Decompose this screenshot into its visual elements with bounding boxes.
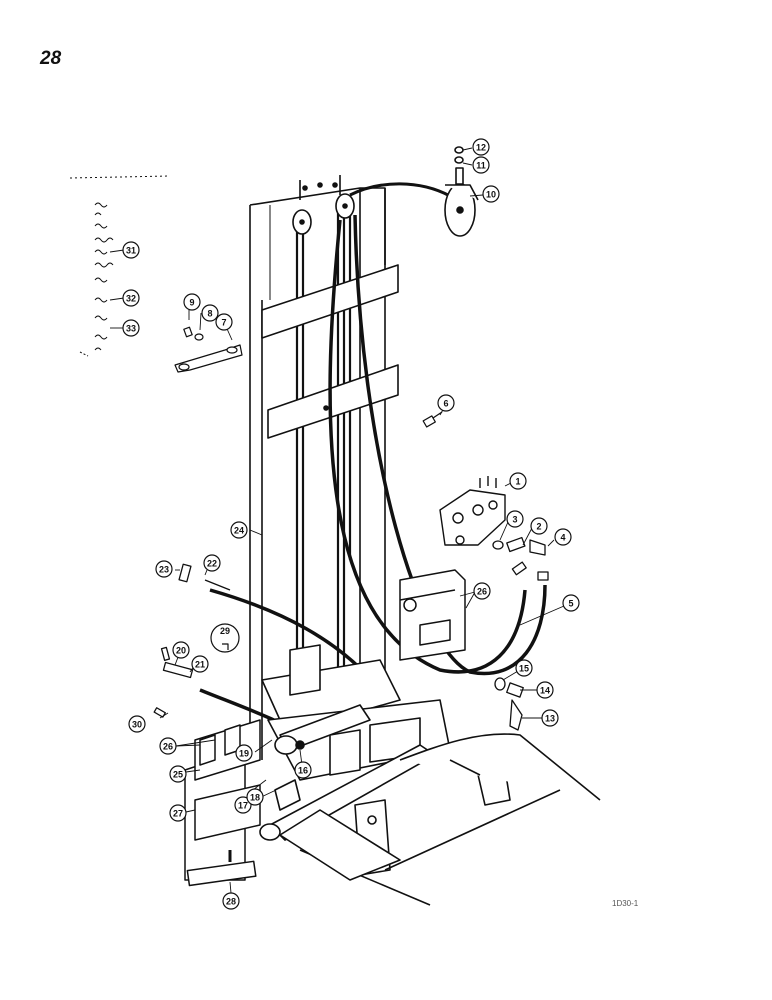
lift-chain bbox=[349, 182, 451, 198]
callout-label: 25 bbox=[173, 770, 183, 780]
callout-30: 30 bbox=[128, 715, 146, 733]
callout-label: 27 bbox=[173, 809, 183, 819]
callout-label: 30 bbox=[132, 720, 142, 730]
callout-16: 16 bbox=[294, 761, 312, 779]
leader-lines bbox=[109, 147, 565, 894]
bolt-6 bbox=[422, 411, 443, 428]
callout-20: 20 bbox=[172, 641, 190, 659]
pin-29 bbox=[210, 623, 240, 653]
callout-label: 4 bbox=[560, 533, 565, 543]
callout-label: 32 bbox=[126, 294, 136, 304]
drawing-code: 1D30-1 bbox=[612, 899, 639, 908]
callout-label: 5 bbox=[568, 599, 573, 609]
callout-label: 31 bbox=[126, 246, 136, 256]
callout-5: 5 bbox=[562, 594, 580, 612]
callout-label: 7 bbox=[221, 318, 226, 328]
callout-31: 31 bbox=[122, 241, 140, 259]
callout-label: 3 bbox=[512, 515, 517, 525]
callout-1: 1 bbox=[509, 472, 527, 490]
callout-3: 3 bbox=[506, 510, 524, 528]
lift-bracket-right bbox=[399, 569, 466, 661]
fittings-13-14-15 bbox=[494, 677, 524, 731]
callout-label: 1 bbox=[515, 477, 520, 487]
callout-label: 33 bbox=[126, 324, 136, 334]
callout-6: 6 bbox=[437, 394, 455, 412]
callout-label: 2 bbox=[536, 522, 541, 532]
callout-label: 22 bbox=[207, 559, 217, 569]
callout-2: 2 bbox=[530, 517, 548, 535]
callout-23: 23 bbox=[155, 560, 173, 578]
callout-26: 26 bbox=[159, 737, 177, 755]
callout-26b: 26 bbox=[473, 582, 491, 600]
callout-label: 6 bbox=[443, 399, 448, 409]
mast-cross-straps bbox=[261, 264, 399, 439]
callout-label: 17 bbox=[238, 801, 248, 811]
bracket-7 bbox=[174, 326, 243, 373]
callout-22: 22 bbox=[203, 554, 221, 572]
lower-carriage bbox=[261, 644, 451, 781]
callout-25: 25 bbox=[169, 765, 187, 783]
callout-label: 14 bbox=[540, 686, 550, 696]
callout-10: 10 bbox=[482, 185, 500, 203]
callout-13: 13 bbox=[541, 709, 559, 727]
bar-28 bbox=[186, 860, 257, 887]
callout-label: 28 bbox=[226, 897, 236, 907]
mast-top-sheaves bbox=[292, 193, 355, 235]
small-parts-list bbox=[69, 175, 171, 357]
callout-label: 13 bbox=[545, 714, 555, 724]
page-number: 28 bbox=[40, 48, 62, 69]
callout-4: 4 bbox=[554, 528, 572, 546]
callout-label: 23 bbox=[159, 565, 169, 575]
callout-label: 12 bbox=[476, 143, 486, 153]
callout-label: 18 bbox=[250, 793, 260, 803]
callout-7: 7 bbox=[215, 313, 233, 331]
callout-15: 15 bbox=[515, 659, 533, 677]
callout-12: 12 bbox=[472, 138, 490, 156]
valve-fittings bbox=[492, 536, 549, 581]
left-small-parts bbox=[153, 563, 231, 718]
callout-label: 15 bbox=[519, 664, 529, 674]
callouts: 1 2 3 4 5 6 7 8 9 10 11 12 13 14 15 16 1… bbox=[122, 138, 580, 910]
callout-label: 11 bbox=[476, 161, 486, 171]
control-valve bbox=[439, 476, 506, 546]
callout-label: 16 bbox=[298, 766, 308, 776]
callout-8: 8 bbox=[201, 304, 219, 322]
callout-label: 9 bbox=[189, 298, 194, 308]
callout-18: 18 bbox=[246, 788, 264, 806]
callout-label: 26 bbox=[163, 742, 173, 752]
callout-27: 27 bbox=[169, 804, 187, 822]
callout-21: 21 bbox=[191, 655, 209, 673]
sheave-wheel bbox=[444, 146, 479, 237]
base-frame bbox=[279, 733, 601, 906]
callout-label: 10 bbox=[486, 190, 496, 200]
callout-17: 17 bbox=[234, 796, 252, 814]
carriage-plates bbox=[184, 719, 261, 881]
callout-label: 8 bbox=[207, 309, 212, 319]
callout-19: 19 bbox=[235, 744, 253, 762]
callout-29: 29 bbox=[220, 626, 230, 636]
callout-label: 26 bbox=[477, 587, 487, 597]
callout-33: 33 bbox=[122, 319, 140, 337]
callout-28: 28 bbox=[222, 892, 240, 910]
callout-14: 14 bbox=[536, 681, 554, 699]
callout-9: 9 bbox=[183, 293, 201, 311]
callout-label: 19 bbox=[239, 749, 249, 759]
callout-label: 20 bbox=[176, 646, 186, 656]
callout-32: 32 bbox=[122, 289, 140, 307]
callout-11: 11 bbox=[472, 156, 490, 174]
callout-label: 24 bbox=[234, 526, 244, 536]
callout-label: 29 bbox=[220, 626, 230, 636]
callout-label: 21 bbox=[195, 660, 205, 670]
callout-24: 24 bbox=[230, 521, 248, 539]
